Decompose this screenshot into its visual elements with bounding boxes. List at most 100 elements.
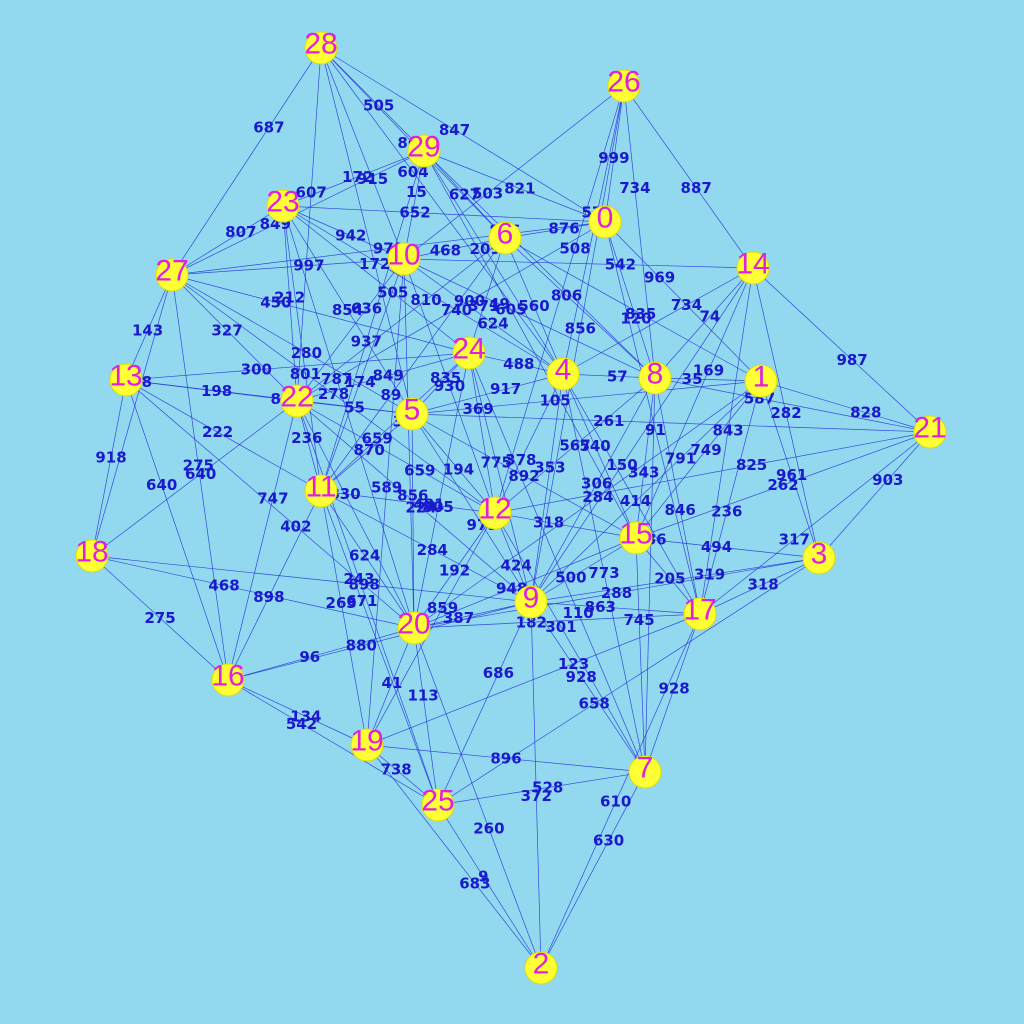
edge-layer [91,47,931,969]
edge-weight-label: 123 [558,655,589,673]
graph-node-10: 10 [387,239,421,276]
edge-weight-label: 969 [644,269,675,287]
edge-weight-label: 318 [533,514,564,532]
node-circle [913,415,947,449]
edge-1-20 [413,380,762,629]
edge-weight-label: 854 [332,301,363,319]
edge-weight-label: 150 [606,456,637,474]
edge-29-27 [171,150,425,276]
edge-28-0 [320,47,606,223]
edge-weight-label: 275 [183,456,214,474]
edge-7-12 [494,512,646,773]
edge-weight-label: 900 [454,292,485,310]
edge-weight-label: 74 [699,307,720,325]
edge-26-12 [494,85,625,514]
edge-weight-label: 892 [508,467,539,485]
node-circle [736,251,770,285]
edge-29-0 [423,150,606,223]
edge-12-19 [366,512,496,746]
node-label: 1 [753,361,770,394]
edge-5-9 [411,413,532,603]
node-layer: 0123456789101112131415161718192021222324… [75,28,947,985]
node-label: 13 [109,360,142,393]
edge-22-25 [296,400,439,806]
node-circle [304,31,338,65]
graph-node-7: 7 [628,752,662,789]
edge-weight-label: 997 [293,257,324,275]
edge-3-25 [437,557,820,806]
graph-node-8: 8 [638,358,672,395]
edge-4-17 [562,373,701,615]
edge-weight-label: 749 [690,441,721,459]
edge-27-12 [171,274,496,514]
edge-27-24 [171,274,470,354]
edge-weight-label: 224 [405,499,436,517]
graph-node-11: 11 [304,471,338,508]
edge-8-7 [644,377,656,773]
edge-weight-label: 810 [410,291,441,309]
edge-weight-label: 740 [441,301,472,319]
edge-19-7 [366,744,646,773]
edge-weight-label: 57 [607,367,628,385]
graph-node-16: 16 [211,660,245,697]
edge-weight-label: 172 [342,168,373,186]
edge-weight-label: 847 [439,121,470,139]
edge-23-11 [282,205,322,492]
node-circle [266,189,300,223]
edge-11-9 [320,490,532,603]
edge-11-25 [320,490,439,806]
edge-weight-label: 424 [501,557,532,575]
edge-weight-label: 640 [146,476,177,494]
edge-weight-label: 143 [132,322,163,340]
edge-27-13 [125,274,173,381]
edge-24-12 [468,352,496,514]
edge-weight-label: 687 [253,118,284,136]
edge-weight-label: 450 [260,293,291,311]
edge-0-22 [296,221,606,402]
edge-5-12 [411,413,496,514]
graph-node-0: 0 [588,202,622,239]
edge-weight-label: 734 [671,296,702,314]
node-label: 16 [211,660,244,693]
edge-8-9 [530,377,656,603]
node-label: 27 [155,255,188,288]
edge-29-23 [282,150,425,207]
edge-weight-label: 627 [449,186,480,204]
edge-weight-label: 222 [202,423,233,441]
edge-weight-label: 928 [658,679,689,697]
edge-weight-label: 542 [286,715,317,733]
edge-weight-label: 903 [872,471,903,489]
edge-weight-label: 236 [291,429,322,447]
node-circle [452,336,486,370]
edge-7-2 [540,771,646,969]
graph-node-27: 27 [155,255,189,292]
edge-25-7 [437,771,646,806]
edge-weight-label: 49 [489,295,510,313]
graph-node-17: 17 [683,594,717,631]
edge-4-9 [530,373,564,603]
edge-22-12 [296,400,496,514]
edge-weight-label: 821 [504,180,535,198]
graph-node-22: 22 [280,381,314,418]
edge-16-25 [227,679,439,806]
node-label: 12 [478,493,511,526]
edge-11-20 [320,490,415,629]
edge-weight-label: 282 [770,404,801,422]
edge-10-14 [403,258,754,269]
edge-20-25 [413,627,439,806]
edge-3-17 [699,557,820,615]
edge-23-22 [282,205,298,402]
edge-21-5 [411,413,931,433]
edge-5-15 [411,413,637,539]
edge-weight-label: 372 [521,787,552,805]
node-label: 8 [647,358,664,391]
edge-14-9 [530,267,754,603]
node-label: 6 [497,218,514,251]
edge-10-8 [403,258,656,379]
graph-node-1: 1 [744,361,778,398]
node-circle [514,585,548,619]
edge-12-15 [494,512,637,539]
edge-14-4 [562,267,754,375]
edge-weight-label: 659 [404,461,435,479]
edge-weight-label: 999 [598,149,629,167]
